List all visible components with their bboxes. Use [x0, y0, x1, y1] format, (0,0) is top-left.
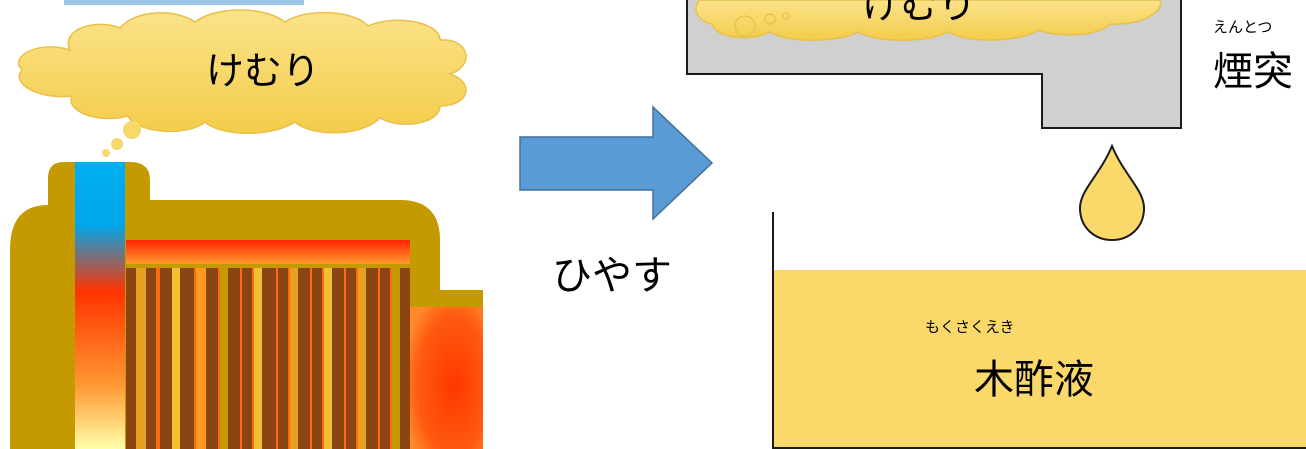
- smoke-label-left: けむり: [206, 49, 321, 93]
- smoke-label-right: けむり: [862, 0, 977, 27]
- wood-vinegar-label: 木酢液: [974, 357, 1094, 403]
- wood-vinegar-ruby: もくさくえき: [925, 318, 1015, 336]
- chimney-ruby: えんとつ: [1213, 18, 1273, 36]
- smoke-cloud-right: [695, 0, 1162, 41]
- thought-bubble-large: [123, 121, 141, 139]
- smoke-bubble-medium: [764, 13, 776, 25]
- thought-bubble-small: [102, 149, 110, 157]
- smoke-bubble-small: [782, 12, 790, 20]
- charcoal-kiln: [10, 162, 483, 449]
- cool-arrow: [519, 105, 714, 221]
- smoke-bubble-large: [734, 15, 756, 37]
- thought-bubble-medium: [111, 138, 123, 150]
- smoke-cloud-left: [17, 9, 467, 157]
- fire-chamber-top: [126, 240, 410, 264]
- fire-glow: [410, 307, 483, 449]
- drop-shape: [1078, 143, 1146, 242]
- chimney-label: 煙突: [1213, 49, 1293, 95]
- cloud-edge-strip: [64, 0, 304, 5]
- wood-stack: [126, 268, 410, 449]
- liquid-fill: [773, 270, 1306, 449]
- cool-label: ひやす: [552, 253, 672, 299]
- kiln-chimney-pipe: [75, 162, 125, 449]
